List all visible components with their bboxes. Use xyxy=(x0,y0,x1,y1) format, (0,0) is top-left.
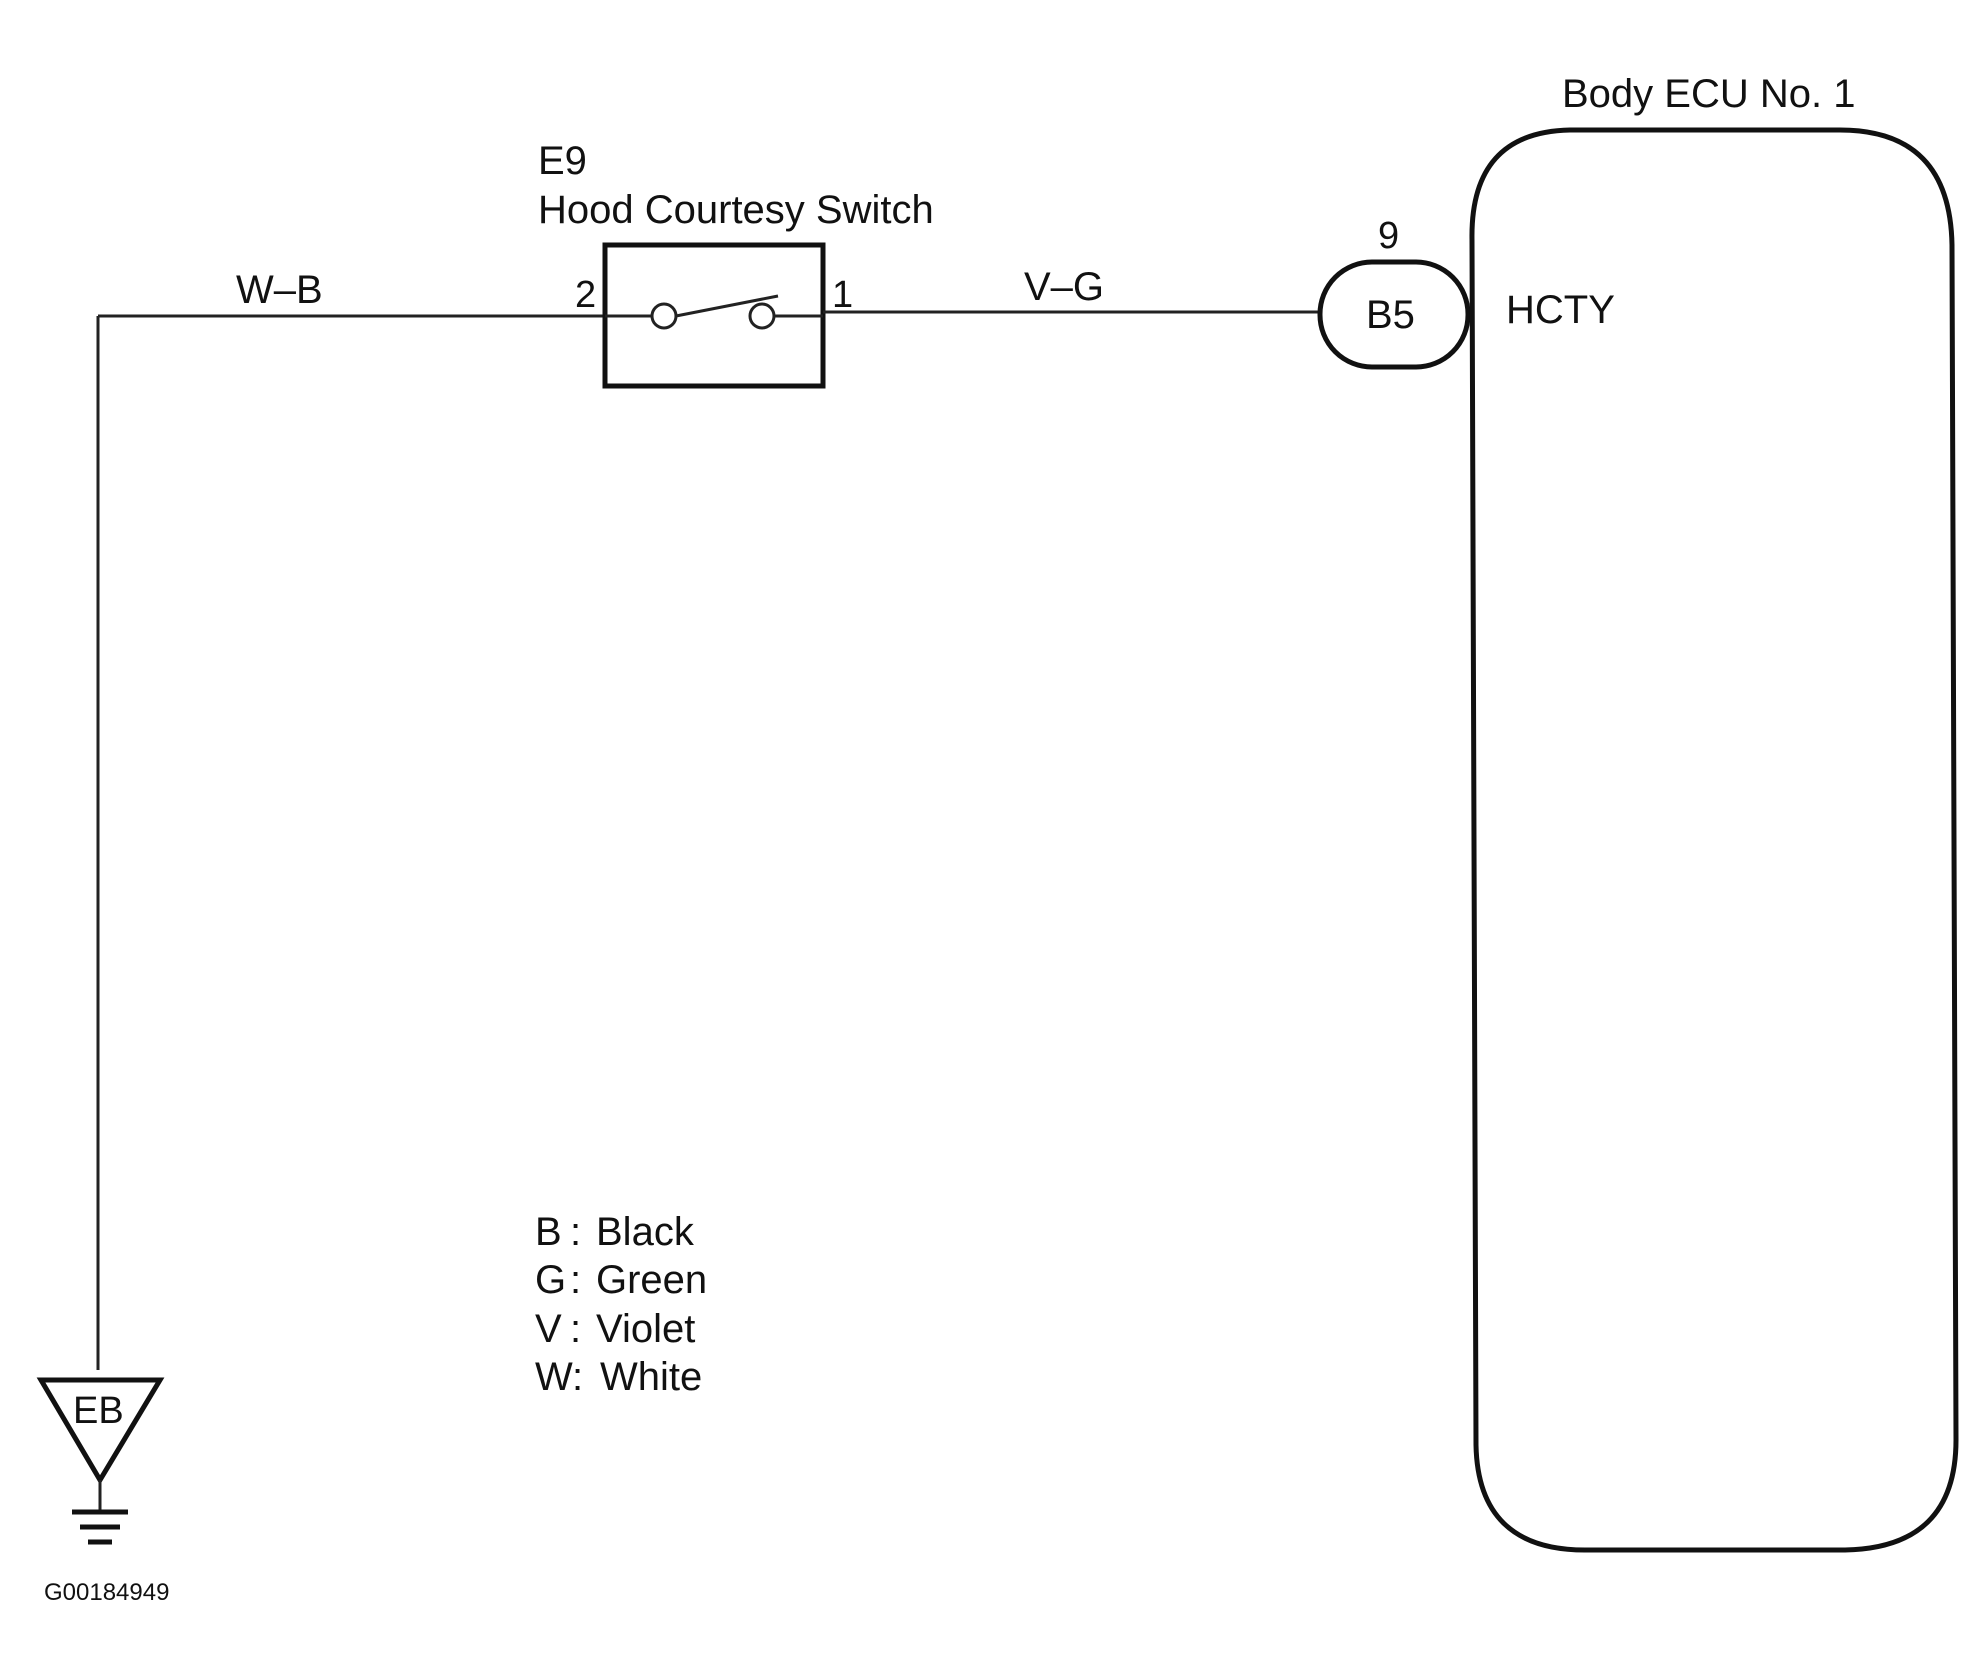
switch-code: E9 xyxy=(538,139,587,183)
legend-sep-b: : xyxy=(570,1210,581,1254)
legend-sep-v: : xyxy=(570,1307,581,1351)
switch-contact-right xyxy=(748,302,776,330)
figure-id: G00184949 xyxy=(44,1579,169,1606)
ecu-terminal-hcty: HCTY xyxy=(1506,288,1615,332)
legend-sep-w: : xyxy=(572,1355,583,1399)
ground-symbol-triangle xyxy=(36,1377,165,1485)
color-legend: B : Black G : Green V : Violet W : White xyxy=(535,1210,707,1399)
switch-blade xyxy=(675,294,779,318)
connector-b5 xyxy=(1317,259,1471,370)
ecu-name: Body ECU No. 1 xyxy=(1562,72,1855,116)
legend-color-w: White xyxy=(600,1355,702,1399)
connector-pin-number: 9 xyxy=(1378,215,1399,257)
legend-color-v: Violet xyxy=(596,1307,695,1351)
ground-label: EB xyxy=(73,1390,124,1432)
connector-id: B5 xyxy=(1366,293,1415,337)
switch-name: Hood Courtesy Switch xyxy=(538,188,934,232)
legend-code-b: B xyxy=(535,1210,562,1254)
legend-sep-g: : xyxy=(570,1258,581,1302)
legend-code-v: V xyxy=(535,1307,562,1351)
switch-pin-left: 2 xyxy=(575,274,596,316)
legend-code-w: W xyxy=(535,1355,573,1399)
switch-contact-left xyxy=(650,302,678,330)
legend-color-b: Black xyxy=(596,1210,695,1254)
ground-wire-label: W–B xyxy=(236,268,323,312)
ecu-outline xyxy=(1469,127,1959,1553)
legend-color-g: Green xyxy=(596,1258,707,1302)
switch-pin-right: 1 xyxy=(832,274,853,316)
legend-code-g: G xyxy=(535,1258,566,1302)
signal-wire-label: V–G xyxy=(1024,265,1104,309)
